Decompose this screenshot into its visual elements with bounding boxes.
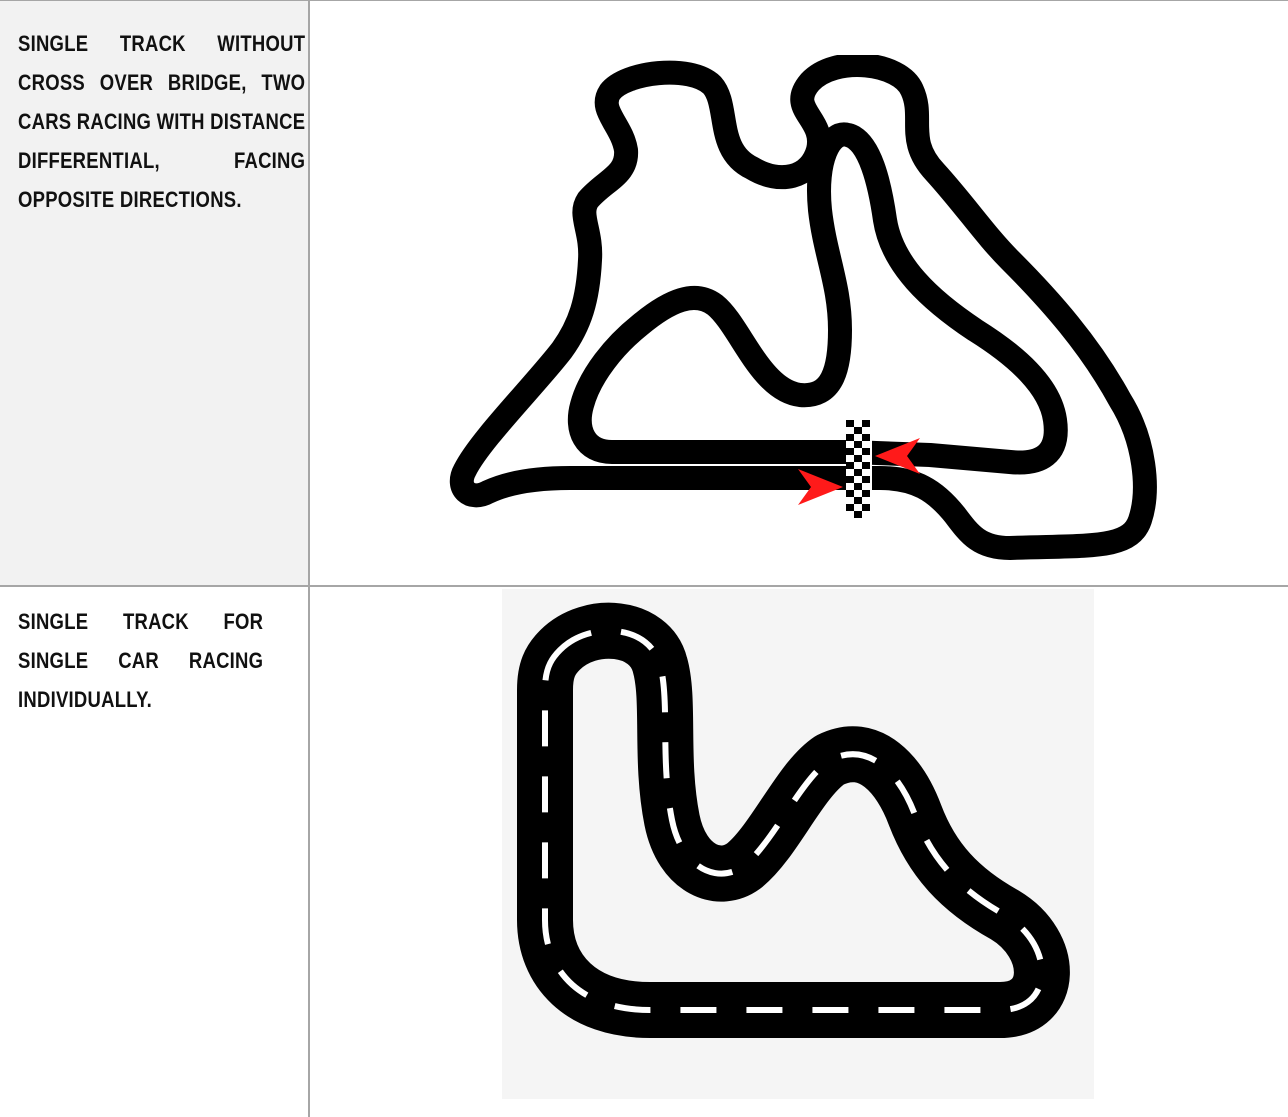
- row2-description: SINGLE TRACK FOR SINGLE CAR RACING INDIV…: [18, 602, 263, 719]
- row1-description: SINGLE TRACK WITHOUT CROSS OVER BRIDGE, …: [18, 24, 305, 219]
- row2-track-diagram: [502, 589, 1094, 1099]
- table-border-top: [0, 0, 1288, 1]
- table-border-left-col-top: [308, 0, 310, 1117]
- single-track-path: [545, 631, 1042, 1010]
- row1-track-diagram: [430, 55, 1170, 575]
- table-border-row-divider: [0, 585, 1288, 587]
- inner-track-path: [580, 134, 1056, 462]
- checkered-flag-line-icon: [846, 420, 872, 520]
